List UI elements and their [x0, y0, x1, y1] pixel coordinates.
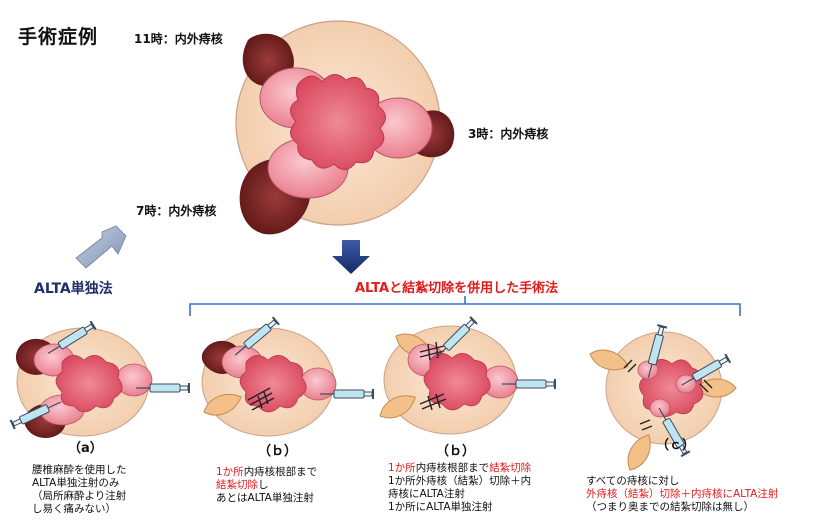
case-b2-text: 内痔核根部まで — [416, 462, 490, 474]
case-b1-text: 内痔核根部まで — [244, 466, 318, 478]
case-b2-text: 1か所外痔核（結紮）切除＋内 — [388, 475, 531, 488]
rectal-mucosa — [290, 74, 385, 169]
case-b2-label: （ｂ） — [436, 440, 475, 459]
case-c-description: すべての痔核に対し 外痔核（結紮）切除＋内痔核にALTA注射 （つまり奥までの結… — [586, 475, 778, 514]
case-b1-diagram — [201, 316, 374, 436]
combined-method-label: ALTAと結紮切除を併用した手術法 — [355, 277, 558, 296]
case-a-line: 腰椎麻酔を使用した — [32, 464, 127, 477]
main-hemorrhoid-diagram — [236, 21, 454, 234]
case-a-line: し易く痛みない） — [32, 503, 127, 516]
case-b1-highlight: 1か所 — [216, 466, 244, 478]
case-b1-text: し — [258, 479, 269, 491]
case-a-description: 腰椎麻酔を使用した ALTA単独注射のみ （局所麻酔より注射 し易く痛みない） — [32, 464, 127, 516]
case-b1-text: あとはALTA単独注射 — [216, 492, 317, 505]
case-c-text: すべての痔核に対し — [586, 475, 778, 488]
label-7-oclock: 7時：内外痔核 — [136, 202, 216, 219]
case-a-label: （a） — [68, 437, 103, 456]
alta-only-method-label: ALTA単独法 — [34, 278, 113, 298]
bracket-line — [190, 304, 740, 316]
case-c-text: （つまり奥までの結紮切除は無し） — [586, 501, 778, 514]
case-b1-description: 1か所内痔核根部まで 結紮切除し あとはALTA単独注射 — [216, 466, 317, 505]
case-b2-highlight: 1か所 — [388, 462, 416, 474]
case-a-line: （局所麻酔より注射 — [32, 490, 127, 503]
case-a-line: ALTA単独注射のみ — [32, 477, 127, 490]
label-11-oclock: 11時：内外痔核 — [134, 30, 223, 47]
case-b1-highlight: 結紮切除 — [216, 479, 258, 491]
case-b2-text: 1か所にALTA単独注射 — [388, 501, 531, 514]
case-a-diagram — [10, 321, 190, 438]
case-b2-highlight: 結紮切除 — [489, 462, 531, 474]
arrow-to-alta-only — [76, 226, 126, 268]
case-b1-label: （ｂ） — [258, 440, 297, 459]
arrow-to-combined — [332, 240, 370, 274]
case-b2-diagram — [376, 316, 556, 434]
label-3-oclock: 3時：内外痔核 — [468, 125, 548, 142]
case-c-label: （ｃ） — [656, 434, 695, 453]
page-title: 手術症例 — [18, 22, 98, 49]
case-b2-description: 1か所内痔核根部まで結紮切除 1か所外痔核（結紮）切除＋内 痔核にALTA注射 … — [388, 462, 531, 514]
case-b2-text: 痔核にALTA注射 — [388, 488, 531, 501]
case-c-highlight: 外痔核（結紮）切除＋内痔核にALTA注射 — [586, 488, 778, 501]
